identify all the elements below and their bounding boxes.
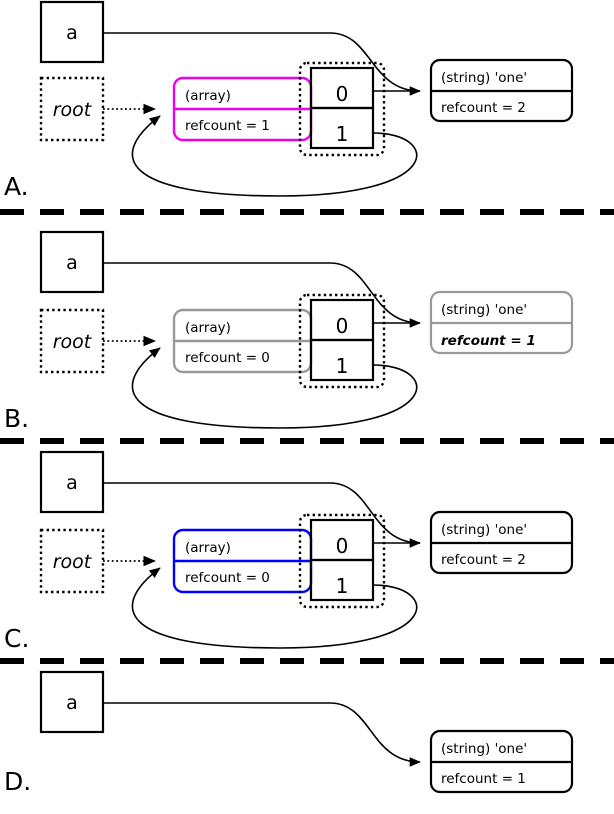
- panel-a-label: A.: [4, 172, 29, 201]
- string-box-b-type-label: (string) 'one': [441, 302, 527, 318]
- array-box-b-type-label: (array): [185, 320, 231, 336]
- variable-box-d-label: a: [66, 692, 78, 714]
- edge-d-var-to-string: [103, 702, 421, 767]
- root-box-a-label: root: [53, 99, 93, 121]
- root-box-b[interactable]: root: [39, 308, 105, 374]
- panel-b-label: B.: [4, 404, 29, 433]
- array-slot-b-1-index: 1: [336, 354, 349, 378]
- edge-a-var-to-string: [103, 32, 421, 96]
- string-box-c-refcount-label: refcount = 2: [441, 552, 526, 568]
- string-box-d-type-label: (string) 'one': [441, 741, 527, 757]
- array-slot-a-0-index: 0: [336, 82, 349, 106]
- array-box-c[interactable]: (array) refcount = 0: [172, 528, 313, 594]
- variable-box-a-label: a: [66, 22, 78, 44]
- string-box-d-refcount-label: refcount = 1: [441, 771, 526, 787]
- variable-box-b[interactable]: a: [39, 230, 105, 294]
- string-box-d[interactable]: (string) 'one' refcount = 1: [429, 729, 574, 794]
- array-slots-a: 0 1: [298, 61, 386, 157]
- array-slot-a-1-index: 1: [336, 122, 349, 146]
- panel-d: a (string) 'one' refcount = 1 D.: [4, 670, 574, 796]
- array-box-a-refcount-label: refcount = 1: [185, 118, 270, 134]
- string-box-c[interactable]: (string) 'one' refcount = 2: [429, 510, 574, 575]
- variable-box-c[interactable]: a: [39, 450, 105, 514]
- variable-box-c-label: a: [66, 472, 78, 494]
- root-box-a[interactable]: root: [39, 76, 105, 142]
- edge-b-slot1-to-array: [131, 347, 418, 429]
- root-box-c-label: root: [53, 551, 93, 573]
- edge-b-var-to-string: [103, 262, 421, 328]
- array-box-a[interactable]: (array) refcount = 1: [172, 76, 313, 142]
- edge-c-slot1-to-array: [131, 567, 418, 649]
- edge-c-var-to-string: [103, 482, 421, 548]
- variable-box-b-label: a: [66, 252, 78, 274]
- panel-c-label: C.: [4, 624, 29, 653]
- variable-box-d[interactable]: a: [39, 670, 105, 734]
- array-box-b-refcount-label: refcount = 0: [185, 350, 270, 366]
- array-slot-c-0-index: 0: [336, 534, 349, 558]
- string-box-a[interactable]: (string) 'one' refcount = 2: [429, 58, 574, 123]
- edge-a-slot1-to-array: [131, 115, 418, 197]
- string-box-c-type-label: (string) 'one': [441, 522, 527, 538]
- array-box-c-refcount-label: refcount = 0: [185, 570, 270, 586]
- panel-c: a root (array) refcount = 0 0 1 (string)…: [4, 450, 574, 653]
- variable-box-a[interactable]: a: [39, 0, 105, 64]
- panel-d-label: D.: [4, 767, 31, 796]
- root-box-c[interactable]: root: [39, 528, 105, 594]
- string-box-a-refcount-label: refcount = 2: [441, 100, 526, 116]
- string-box-a-type-label: (string) 'one': [441, 70, 527, 86]
- root-box-b-label: root: [53, 331, 93, 353]
- array-slot-b-0-index: 0: [336, 314, 349, 338]
- array-slots-c: 0 1: [298, 513, 386, 609]
- string-box-b-refcount-label: refcount = 1: [441, 333, 536, 349]
- string-box-b[interactable]: (string) 'one' refcount = 1: [429, 290, 574, 355]
- array-slots-b: 0 1: [298, 293, 386, 389]
- panel-b: a root (array) refcount = 0 0 1 (string)…: [4, 230, 574, 433]
- array-box-a-type-label: (array): [185, 88, 231, 104]
- array-box-c-type-label: (array): [185, 540, 231, 556]
- panel-a: a root (array) refcount = 1 0 1 (string)…: [4, 0, 574, 201]
- array-box-b[interactable]: (array) refcount = 0: [172, 308, 313, 374]
- array-slot-c-1-index: 1: [336, 574, 349, 598]
